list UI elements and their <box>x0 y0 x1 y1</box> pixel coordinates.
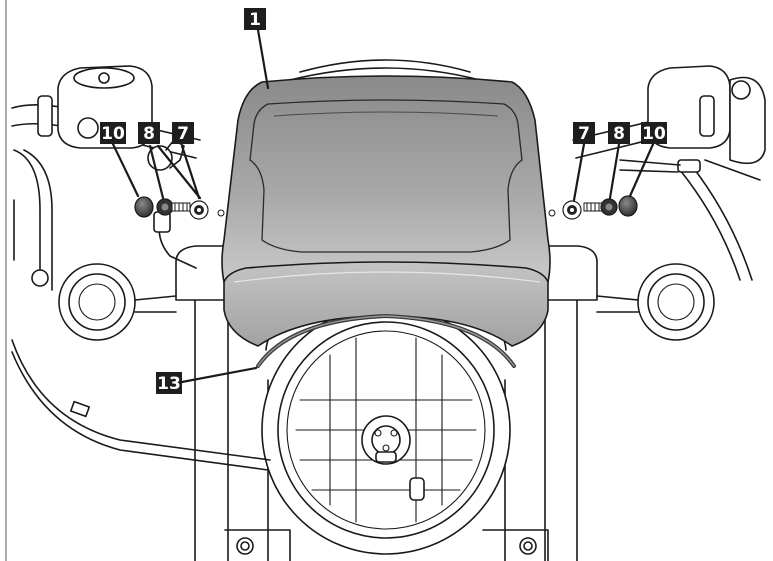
svg-text:8: 8 <box>143 124 155 144</box>
svg-text:7: 7 <box>177 124 189 144</box>
callout-8-right: 8 <box>608 122 630 144</box>
callout-7-left: 7 <box>172 122 194 144</box>
left-mounting-hardware <box>134 196 209 220</box>
svg-text:1: 1 <box>249 10 261 30</box>
callout-1: 1 <box>244 8 266 30</box>
leader-lines <box>110 28 656 384</box>
callout-13: 13 <box>156 372 182 394</box>
callout-10-left: 10 <box>100 122 126 144</box>
svg-text:8: 8 <box>613 124 625 144</box>
svg-text:13: 13 <box>157 374 181 394</box>
callout-8-left: 8 <box>138 122 160 144</box>
svg-text:10: 10 <box>101 124 125 144</box>
right-mounting-hardware <box>562 195 638 220</box>
svg-text:10: 10 <box>642 124 666 144</box>
svg-text:7: 7 <box>578 124 590 144</box>
callout-10-right: 10 <box>641 122 667 144</box>
windscreen <box>217 75 556 347</box>
callout-7-right: 7 <box>573 122 595 144</box>
